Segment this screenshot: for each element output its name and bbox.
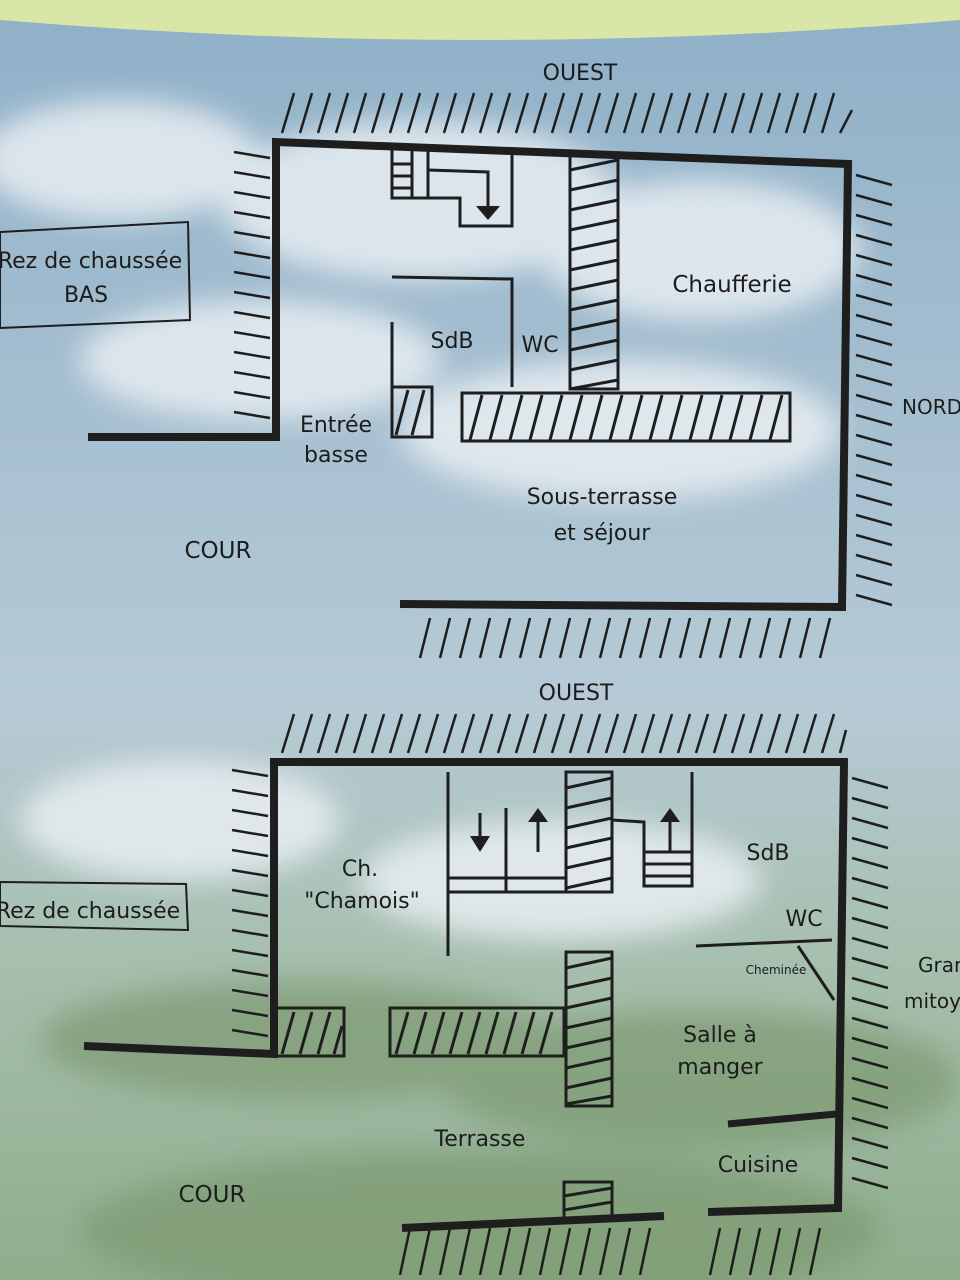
level-box-basement: Rez de chaussée BAS	[0, 220, 192, 330]
interior-wall-beam	[460, 391, 792, 443]
room-sdb-label: SdB	[430, 329, 473, 354]
level-box-ground: Rez de chaussée	[0, 880, 190, 932]
wall-hatch-top	[280, 92, 854, 134]
stair-arrow-down-icon-2	[470, 836, 490, 852]
wall-outline	[88, 137, 853, 612]
fireplace-label: Cheminée	[746, 963, 807, 977]
wall-hatch-left-2	[231, 768, 269, 1038]
courtyard-label-2: COUR	[179, 1182, 246, 1208]
room-dining-label-2: manger	[677, 1055, 763, 1080]
staircase-2	[446, 772, 836, 1001]
wall-hatch-left	[233, 150, 271, 420]
stair-arrow-down-icon	[476, 206, 500, 220]
level-title-line2: BAS	[64, 283, 108, 308]
room-entrance-label-1: Entrée	[300, 413, 372, 438]
small-chimney-stub	[562, 1180, 614, 1220]
room-entrance-label-2: basse	[304, 443, 368, 468]
orientation-north-label: NORD	[902, 395, 960, 419]
plan-basement	[88, 92, 893, 659]
chamois-wall-block	[274, 1006, 346, 1058]
room-wc-label: WC	[521, 333, 558, 358]
room-chamois-label-2: "Chamois"	[304, 889, 420, 914]
terrace-wall-beam	[388, 1006, 566, 1058]
room-boiler-label: Chaufferie	[672, 272, 791, 298]
wall-hatch-top-2	[280, 713, 848, 754]
room-living-label-2: et séjour	[554, 521, 652, 546]
chimney-column	[568, 151, 620, 391]
wall-hatch-right	[855, 173, 893, 607]
staircase	[390, 150, 514, 228]
room-living-label-1: Sous-terrasse	[527, 485, 678, 510]
stair-arrow-up-icon-2	[660, 808, 680, 822]
room-sdb-label-2: SdB	[746, 841, 789, 866]
wall-kitchen-divider	[727, 1110, 837, 1128]
wall-terrace-bottom	[401, 1212, 665, 1232]
neighbor-label-1: Gran	[918, 953, 960, 977]
wall-hatch-bottom	[418, 617, 832, 659]
plan-ground-labels: OUEST COUR Ch. "Chamois" SdB WC Cheminée…	[179, 681, 960, 1208]
room-kitchen-label: Cuisine	[718, 1153, 798, 1178]
column-lower	[564, 950, 614, 1108]
level-title-ground: Rez de chaussée	[0, 899, 180, 924]
wall-hatch-bottom-2	[398, 1227, 822, 1276]
orientation-west-label: OUEST	[543, 61, 618, 86]
orientation-west-label-2: OUEST	[539, 681, 614, 706]
wall-hatch-right-2	[851, 776, 889, 1190]
plan-basement-labels: OUEST NORD COUR SdB WC Chaufferie Entrée…	[185, 61, 960, 564]
room-wc-label-2: WC	[785, 907, 822, 932]
courtyard-label: COUR	[185, 538, 252, 564]
entrance-wall-block	[390, 385, 434, 439]
plan-ground-floor	[83, 713, 889, 1276]
wall-outline-2	[83, 758, 849, 1216]
neighbor-label-2: mitoye	[904, 989, 960, 1013]
room-chamois-label-1: Ch.	[342, 857, 378, 882]
bathroom-partitions	[390, 275, 514, 437]
room-dining-label-1: Salle à	[683, 1023, 757, 1048]
room-terrace-label: Terrasse	[434, 1127, 526, 1152]
stair-arrow-up-icon	[528, 808, 548, 822]
column-upper	[564, 770, 614, 894]
level-title-line1: Rez de chaussée	[0, 249, 182, 274]
